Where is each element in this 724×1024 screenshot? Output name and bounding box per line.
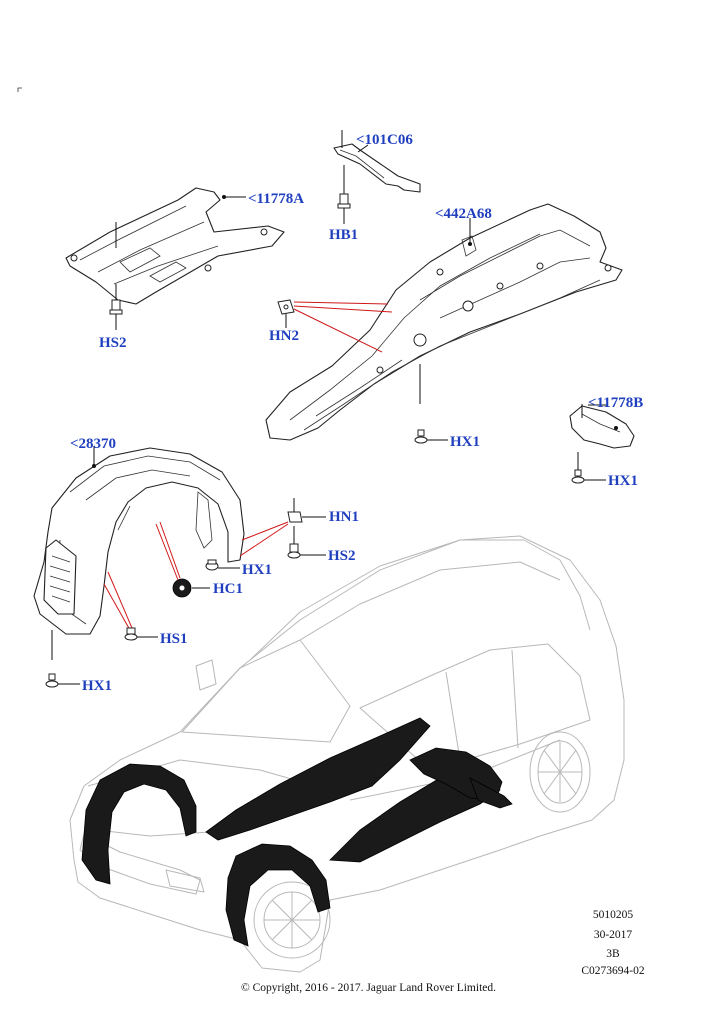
screw-hs2-top [109, 284, 123, 330]
screw-hx1-bottom [45, 673, 80, 688]
wheel-arch-liner-28370 [33, 446, 245, 660]
callout-hs1: HS1 [160, 631, 188, 647]
underbody-shield-11778a [65, 187, 285, 305]
nut-hn1 [239, 498, 326, 557]
callout-hb1: HB1 [329, 227, 359, 243]
bracket-101c06 [333, 130, 421, 193]
screw-hs1 [103, 571, 158, 641]
callout-hn1: HN1 [329, 509, 359, 525]
corner-mark [17, 87, 22, 92]
copyright-notice: © Copyright, 2016 - 2017. Jaguar Land Ro… [241, 982, 496, 994]
figure-revision: 3B [606, 948, 620, 960]
callout-hx1-bottom: HX1 [82, 678, 112, 694]
callout-hc1: HC1 [213, 581, 243, 597]
callout-hx1-right: HX1 [608, 473, 638, 489]
clip-hc1 [155, 521, 210, 598]
underbody-tray-442a68 [265, 203, 623, 441]
nut-hn2 [277, 299, 393, 353]
callout-hn2: HN2 [269, 328, 299, 344]
screw-hs2-mid [287, 526, 326, 559]
screw-hx1-liner [205, 559, 240, 571]
callout-11778a: <11778A [248, 191, 305, 207]
callout-101c06: <101C06 [356, 132, 413, 148]
callout-442a68: <442A68 [435, 206, 492, 222]
callout-hx1-mid: HX1 [450, 434, 480, 450]
figure-reference: C0273694-02 [581, 965, 645, 977]
callout-hs2-top: HS2 [99, 335, 127, 351]
figure-code: 5010205 [592, 909, 634, 921]
bolt-hb1 [337, 165, 351, 224]
shield-11778b [569, 404, 635, 449]
callout-hx1-liner: HX1 [242, 562, 272, 578]
callout-11778b: <11778B [588, 395, 644, 411]
screw-hx1-right [571, 452, 606, 484]
screw-hx1-mid [414, 429, 448, 444]
figure-date: 30-2017 [593, 929, 633, 941]
callout-hs2-mid: HS2 [328, 548, 356, 564]
callout-28370: <28370 [70, 436, 117, 452]
vehicle-underbody-highlight [81, 717, 513, 947]
